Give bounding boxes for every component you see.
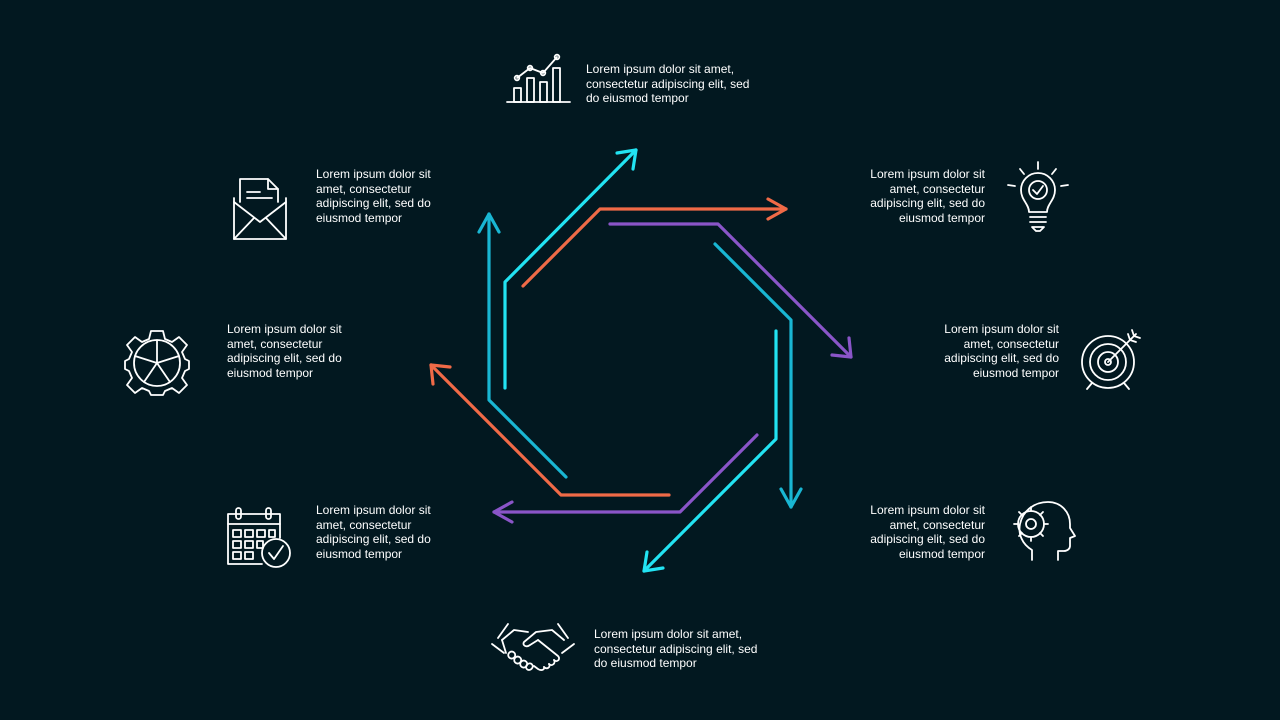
text-left: Lorem ipsum dolor sit amet, consectetur …	[227, 322, 342, 380]
text-bottom-left: Lorem ipsum dolor sit amet, consectetur …	[316, 503, 431, 561]
text-bottom: Lorem ipsum dolor sit amet, consectetur …	[594, 627, 758, 671]
arrow-cyan-bottom	[642, 329, 778, 573]
arrow-teal-left	[477, 212, 568, 479]
target-icon	[1078, 328, 1144, 392]
head-gear-icon	[1008, 498, 1078, 564]
text-top-left: Lorem ipsum dolor sit amet, consectetur …	[316, 167, 431, 225]
text-top-right: Lorem ipsum dolor sit amet, consectetur …	[870, 167, 985, 225]
arrow-cyan-top	[503, 148, 638, 390]
arrow-purple-bottom	[492, 433, 759, 524]
calendar-check-icon	[224, 506, 296, 570]
arrow-orange-left	[429, 363, 671, 497]
mail-document-icon	[230, 176, 290, 242]
chart-icon	[505, 52, 573, 106]
text-top: Lorem ipsum dolor sit amet, consectetur …	[586, 62, 750, 106]
text-bottom-right: Lorem ipsum dolor sit amet, consectetur …	[870, 503, 985, 561]
arrow-purple-right	[608, 222, 853, 359]
handshake-icon	[490, 620, 576, 672]
arrow-teal-right	[713, 242, 803, 509]
gear-icon	[122, 328, 192, 398]
arrow-orange-top	[521, 197, 788, 288]
lightbulb-icon	[1005, 160, 1071, 234]
text-right: Lorem ipsum dolor sit amet, consectetur …	[944, 322, 1059, 380]
